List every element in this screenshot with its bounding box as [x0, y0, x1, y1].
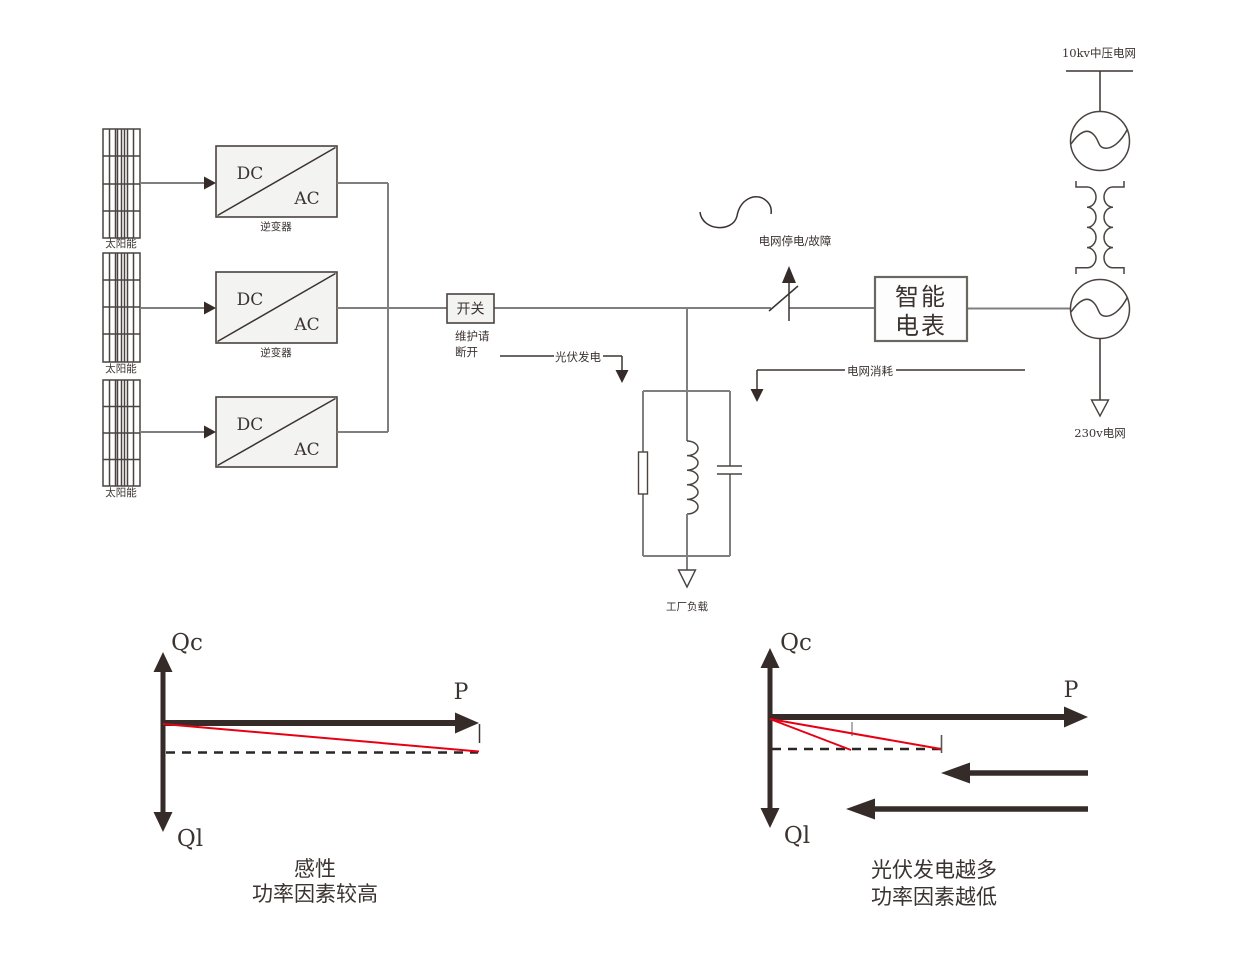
pv-generation-annotation: 光伏发电	[500, 350, 629, 383]
panel-to-inverter-arrow-2	[140, 301, 216, 315]
pv-generation-label: 光伏发电	[555, 350, 601, 364]
phasor-line	[162, 723, 480, 753]
inverter-caption: 逆变器	[260, 346, 292, 359]
dc-label: DC	[237, 164, 264, 184]
ac-label: AC	[293, 315, 319, 335]
down-arrow-icon	[760, 808, 780, 828]
ac-bus-wires	[337, 182, 1070, 441]
axis-label-qc: Qc	[780, 630, 812, 656]
ac-source-icon-upper	[1069, 110, 1131, 172]
grid-consumption-annotation: 电网消耗	[750, 364, 1025, 402]
phasor-line-short	[769, 718, 852, 751]
left-arrow-icon	[846, 798, 875, 820]
lv-grid-label: 230v电网	[1074, 426, 1125, 440]
dc-label: DC	[237, 290, 264, 310]
inverter-diagonal	[217, 397, 336, 467]
open-down-arrow-icon	[677, 569, 697, 589]
lv-grid-arrow: 230v电网	[1074, 338, 1126, 440]
meter-label-line2: 电表	[895, 312, 947, 340]
load-circuit: 工厂负载	[637, 390, 742, 613]
switch-label: 开关	[457, 302, 485, 318]
solar-panel-label: 太阳能	[105, 362, 137, 375]
meter-label-line1: 智能	[895, 283, 947, 311]
axis-label-qc: Qc	[171, 630, 203, 656]
capacitor-icon	[717, 465, 742, 475]
right-arrow-icon	[1064, 706, 1088, 728]
smart-meter-box: 智能 电表	[873, 275, 969, 343]
open-down-arrow-icon	[1090, 399, 1110, 418]
axis-label-ql: Ql	[784, 823, 810, 849]
panel-to-inverter-arrow-1	[140, 176, 216, 190]
chart-caption-line1: 感性	[294, 857, 336, 881]
ac-label: AC	[293, 189, 319, 209]
solar-panel-1: 太阳能	[102, 128, 141, 250]
inverter-diagonal	[217, 146, 336, 217]
solar-panel-label: 太阳能	[105, 486, 137, 499]
chart-caption-line2: 功率因素较高	[252, 882, 378, 906]
left-arrow-icon	[941, 762, 970, 784]
axis-label-p: P	[1064, 678, 1079, 703]
down-arrow-icon	[615, 370, 629, 383]
inductor-icon	[686, 440, 699, 515]
solar-panel-3: 太阳能	[102, 379, 141, 499]
maintenance-note-line1: 维护请	[455, 329, 490, 343]
resistor-icon	[637, 451, 649, 495]
inverter-diagonal	[217, 272, 336, 343]
axis-label-ql: Ql	[177, 826, 203, 852]
chart-caption-line1: 光伏发电越多	[871, 858, 997, 882]
dc-label: DC	[237, 415, 264, 435]
reverse-flow-arrow-2	[846, 798, 1088, 820]
transformer-coils-icon	[1075, 181, 1125, 274]
up-arrow-icon	[760, 648, 780, 668]
phasor-line-long	[769, 718, 942, 750]
chart-caption-line2: 功率因素越低	[871, 885, 997, 909]
inverter-1: DC AC 逆变器	[215, 145, 338, 233]
reverse-flow-arrow-1	[941, 762, 1088, 784]
right-arrow-icon	[455, 712, 479, 734]
factory-load-label: 工厂负载	[666, 600, 708, 613]
grid-outage-label: 电网停电/故障	[759, 234, 832, 248]
solar-panel-label: 太阳能	[105, 237, 137, 250]
phasor-chart-pv: Qc Ql P 光伏发电越多 功率因素越低	[760, 630, 1088, 909]
phasor-chart-inductive: Qc Ql P 感性 功率因素较高	[153, 630, 481, 906]
up-arrow-icon	[153, 652, 173, 672]
maintenance-note: 维护请 断开	[455, 329, 490, 359]
grid-consumption-label: 电网消耗	[847, 364, 893, 378]
grid-outage-squiggle-icon	[699, 195, 772, 229]
switch-box: 开关	[446, 293, 495, 324]
panel-to-inverter-arrow-3	[140, 425, 216, 439]
inverter-caption: 逆变器	[260, 220, 292, 233]
down-arrow-icon	[153, 812, 173, 832]
inverter-2: DC AC 逆变器	[215, 271, 338, 359]
ac-source-icon-lower	[1069, 278, 1131, 340]
disconnect-switch-icon	[768, 266, 799, 321]
maintenance-note-line2: 断开	[455, 345, 478, 359]
mv-grid-label: 10kv中压电网	[1062, 46, 1136, 60]
ac-label: AC	[293, 440, 319, 460]
solar-panel-2: 太阳能	[102, 252, 141, 375]
inverter-3: DC AC	[215, 396, 338, 468]
down-arrow-icon	[750, 389, 764, 402]
axis-label-p: P	[454, 680, 469, 705]
mv-grid-bar: 10kv中压电网	[1062, 46, 1136, 112]
